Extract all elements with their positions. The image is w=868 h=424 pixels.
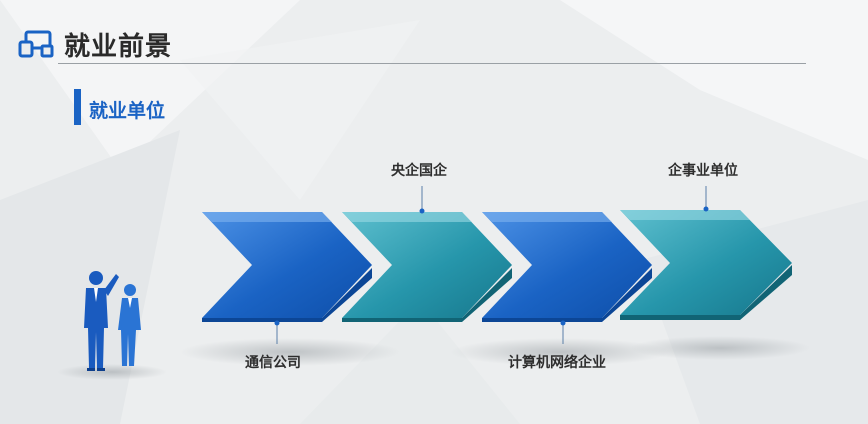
connector-top-1 bbox=[419, 186, 425, 214]
label-public-institution: 企事业单位 bbox=[668, 163, 738, 179]
section-title: 就业单位 bbox=[89, 100, 166, 122]
label-network-enterprise: 计算机网络企业 bbox=[508, 355, 606, 371]
business-people-icon bbox=[84, 271, 141, 371]
devices-icon bbox=[18, 30, 54, 58]
page-title: 就业前景 bbox=[64, 32, 173, 62]
label-central-soe: 央企国企 bbox=[391, 163, 447, 179]
header-divider bbox=[58, 63, 806, 64]
chevron-1 bbox=[202, 212, 372, 322]
chevron-4 bbox=[620, 210, 792, 320]
connector-bottom-1 bbox=[274, 320, 280, 344]
chevron-3 bbox=[482, 212, 652, 322]
connector-bottom-2 bbox=[560, 320, 566, 344]
section-accent-bar bbox=[74, 89, 81, 125]
label-telecom-company: 通信公司 bbox=[245, 355, 301, 371]
connector-top-2 bbox=[703, 186, 709, 212]
chevron-2 bbox=[342, 212, 512, 322]
